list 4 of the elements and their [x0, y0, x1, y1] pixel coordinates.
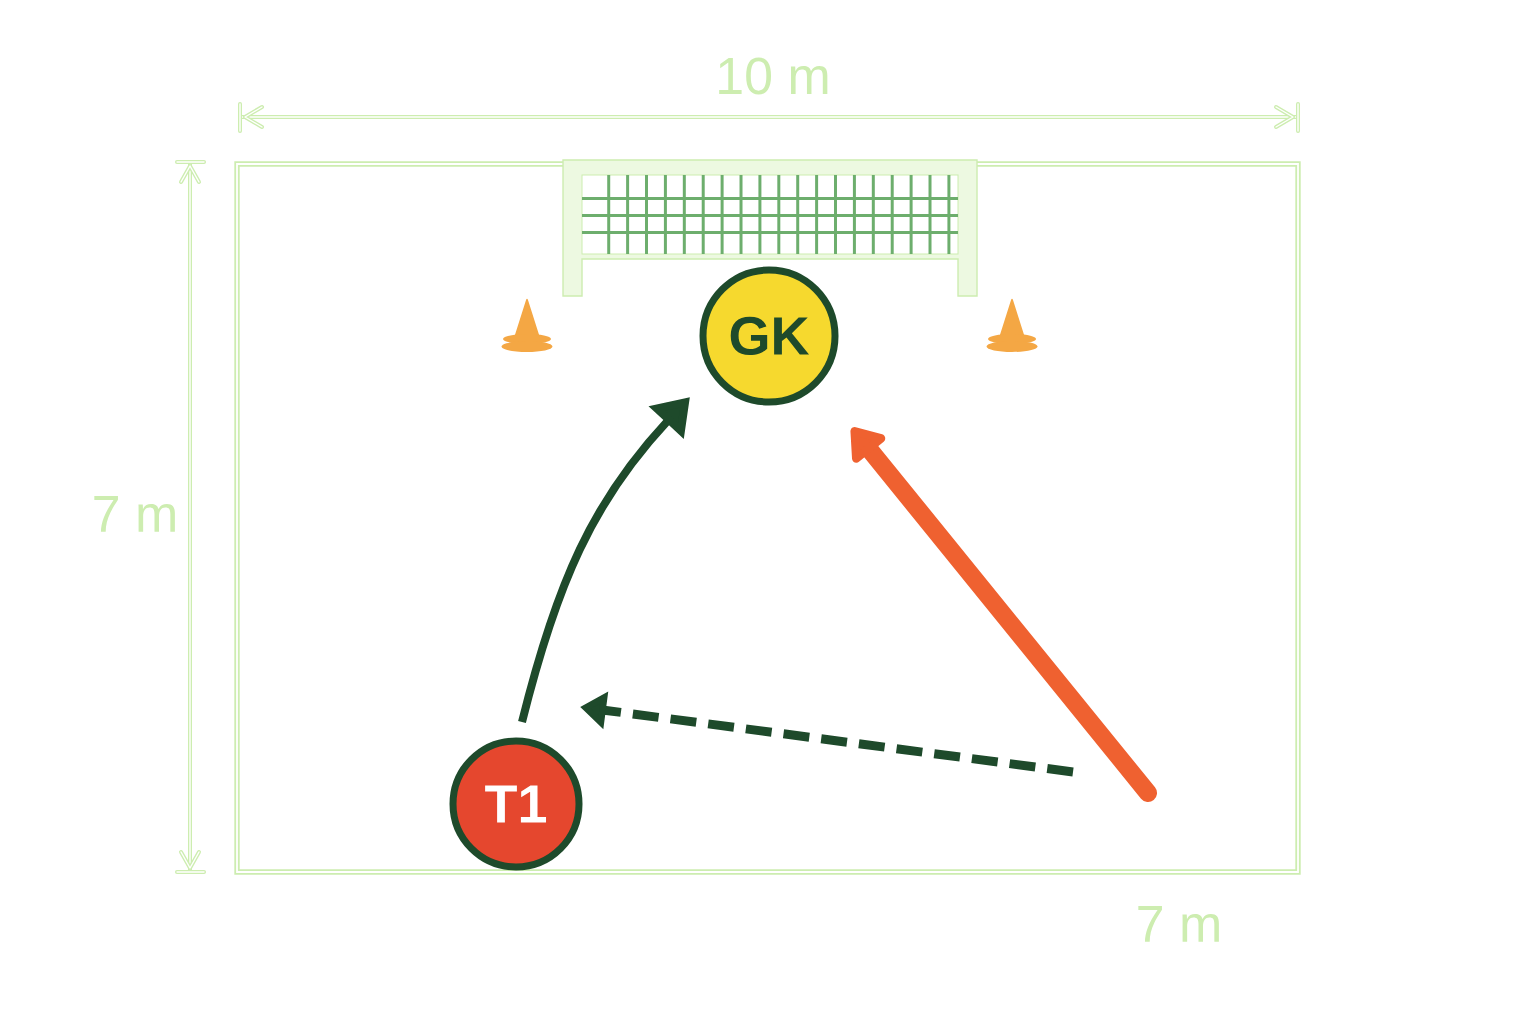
dimension-label: 7 m: [94, 496, 175, 532]
dimension-label: 10 m: [719, 57, 828, 95]
dimension-label: 7 m: [1138, 906, 1219, 942]
arrow: [850, 427, 1157, 802]
